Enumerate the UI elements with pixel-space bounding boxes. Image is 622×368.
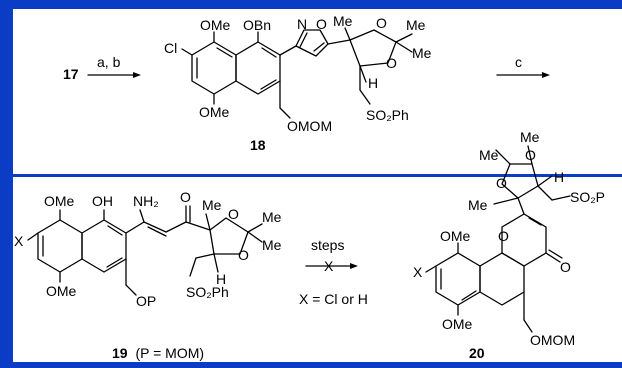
c19-nh2: NH₂ <box>133 193 159 209</box>
c19-x: X <box>14 233 24 249</box>
c20-carbonyl-o: O <box>560 259 571 275</box>
substituent-me-side: Me <box>333 13 353 29</box>
frame-left-bar <box>0 0 13 368</box>
x-definition: X = Cl or H <box>299 291 368 307</box>
c19-oh: OH <box>92 193 113 209</box>
naph19-left-ring <box>37 219 83 273</box>
substituent-obn: OBn <box>243 17 271 33</box>
arrow-2-reagent: c <box>515 54 522 70</box>
naphthalene-right-ring <box>235 41 281 95</box>
dioxolane-ring-1 <box>349 29 397 67</box>
c20-so2p: SO₂P <box>570 189 605 205</box>
c20-ome-top: OMe <box>440 228 471 244</box>
arrow-2-head <box>542 72 550 78</box>
substituent-cl: Cl <box>164 40 177 56</box>
c20-me-top: Me <box>520 129 540 145</box>
compound-17-label: 17 <box>63 66 79 82</box>
c20-ring-o: O <box>498 228 509 244</box>
c19-me: Me <box>202 197 222 213</box>
ring1-o2: O <box>386 55 397 71</box>
compound-19-caption: 19 (P = MOM) <box>112 345 204 361</box>
steps-label: steps <box>311 237 344 253</box>
c20-o2: O <box>496 175 507 191</box>
c19-o2: O <box>238 247 249 263</box>
dioxolane-20 <box>501 163 539 199</box>
substituent-ome-top: OMe <box>200 17 231 33</box>
chromone-ring <box>501 213 547 267</box>
compound-19-structure <box>27 205 263 296</box>
c19-ome-top: OMe <box>44 193 75 209</box>
dioxolane-19 <box>209 217 249 255</box>
compound-18-number: 18 <box>250 137 266 153</box>
c20-me-left: Me <box>479 147 499 163</box>
frame-divider <box>13 174 622 177</box>
naph19-right-ring <box>81 219 127 273</box>
isoxazole-ring <box>295 29 329 57</box>
substituent-ome-bottom: OMe <box>199 104 230 120</box>
c19-o1: O <box>228 206 239 222</box>
steps-cross: X <box>324 258 334 274</box>
compound-20-structure <box>425 145 571 333</box>
c19-me3: Me <box>262 237 282 253</box>
c20-o1: O <box>525 147 536 163</box>
frame-bottom-bar <box>13 362 622 368</box>
c19-h: H <box>216 271 226 287</box>
substituent-omom: OMOM <box>287 118 332 134</box>
c20-ome-bottom: OMe <box>442 316 473 332</box>
isoxazole-o: O <box>316 16 327 32</box>
naph20-right-ring <box>479 252 525 306</box>
c19-me2: Me <box>262 209 282 225</box>
c20-x: X <box>413 264 423 280</box>
arrow-1-reagents: a, b <box>97 54 121 70</box>
ring1-o1: O <box>376 15 387 31</box>
naphthalene-left-ring <box>191 41 237 95</box>
substituent-me-right: Me <box>412 45 432 61</box>
c19-so2ph: SO₂Ph <box>186 284 229 300</box>
c19-ome-bottom: OMe <box>46 283 77 299</box>
c19-carbonyl-o: O <box>180 189 191 205</box>
frame-top-bar <box>0 0 622 9</box>
substituent-me-top: Me <box>406 17 426 33</box>
isoxazole-n: N <box>297 16 307 32</box>
compound-20-number: 20 <box>469 345 485 361</box>
arrow-1-head <box>133 72 141 78</box>
c20-omom: OMOM <box>530 332 575 348</box>
compound-19-definition: (P = MOM) <box>135 345 204 361</box>
c19-op: OP <box>136 293 156 309</box>
substituent-h: H <box>368 75 378 91</box>
substituent-so2ph: SO₂Ph <box>366 107 409 123</box>
naph20-left-ring <box>435 252 481 306</box>
compound-19-number: 19 <box>112 345 128 361</box>
c20-me-side: Me <box>468 197 488 213</box>
c20-h: H <box>554 169 564 185</box>
steps-arrow-head <box>350 263 358 269</box>
compound-18-structure <box>181 27 413 119</box>
